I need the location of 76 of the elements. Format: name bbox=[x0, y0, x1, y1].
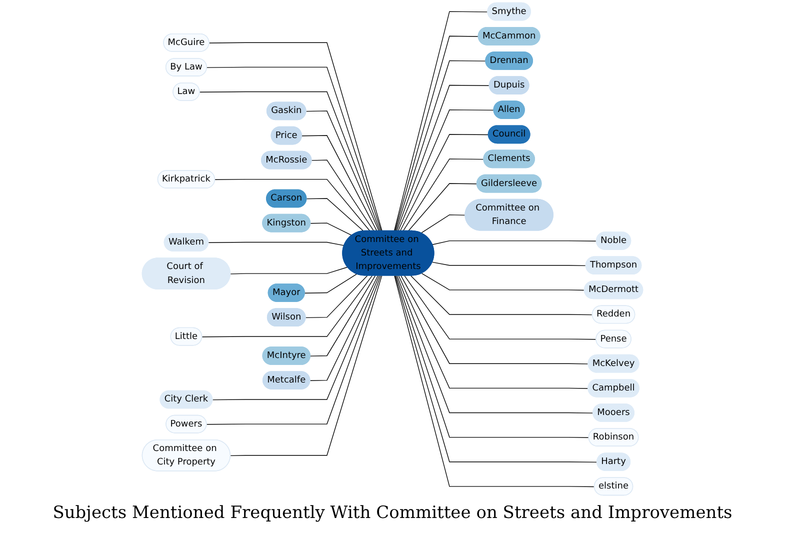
diagram-title: Subjects Mentioned Frequently With Committee on Streets and Improvements bbox=[52, 503, 732, 523]
connector-line bbox=[394, 11, 488, 232]
connector-line bbox=[230, 266, 348, 274]
connector-line bbox=[420, 214, 466, 234]
name-ellipse: Harty bbox=[596, 452, 631, 472]
name-ellipse: Allen bbox=[493, 100, 525, 119]
name-ellipse: Pense bbox=[596, 330, 632, 348]
name-ellipse: Wilson bbox=[266, 308, 306, 326]
connector-line bbox=[396, 275, 590, 438]
name-ellipse: Powers bbox=[166, 414, 207, 434]
connector-line bbox=[206, 275, 381, 425]
name-ellipse: Law bbox=[172, 82, 200, 101]
name-ellipse: Metcalfe bbox=[262, 371, 310, 390]
connector-line bbox=[310, 275, 378, 381]
connector-line bbox=[302, 135, 378, 232]
connector-line bbox=[396, 275, 594, 414]
name-ellipse: Mooers bbox=[592, 404, 634, 422]
connector-line bbox=[421, 273, 585, 291]
connector-line bbox=[396, 84, 490, 232]
connector-line bbox=[230, 275, 382, 456]
connector-line bbox=[202, 275, 373, 338]
connector-line bbox=[432, 240, 597, 245]
name-ellipse: Committee on Streets and Improvements bbox=[342, 230, 434, 276]
name-ellipse: Dupuis bbox=[488, 76, 530, 94]
connector-line bbox=[404, 275, 597, 340]
connector-line bbox=[311, 160, 374, 232]
name-ellipse: Gildersleeve bbox=[476, 174, 542, 193]
name-ellipse: Court of Revision bbox=[142, 258, 231, 290]
connector-line bbox=[410, 275, 593, 316]
name-ellipse: Committee on City Property bbox=[142, 439, 231, 472]
name-ellipse: Mayor bbox=[268, 284, 305, 302]
name-ellipse: Drennan bbox=[485, 52, 533, 70]
name-ellipse: Committee on Finance bbox=[464, 198, 554, 231]
name-ellipse: Noble bbox=[596, 232, 632, 250]
name-ellipse: Campbell bbox=[588, 379, 640, 398]
connector-line bbox=[432, 262, 586, 266]
name-ellipse: Kirkpatrick bbox=[157, 170, 216, 188]
connector-line bbox=[395, 60, 486, 232]
connector-line bbox=[304, 274, 358, 294]
name-ellipse: Little bbox=[170, 327, 202, 346]
connector-line bbox=[402, 158, 484, 232]
name-ellipse: City Clerk bbox=[160, 390, 213, 409]
connector-line bbox=[310, 275, 376, 356]
name-ellipse: Kingston bbox=[262, 214, 311, 232]
name-ellipse: elstine bbox=[594, 477, 634, 496]
name-ellipse: Smythe bbox=[487, 2, 531, 21]
name-ellipse: McCammon bbox=[478, 26, 540, 46]
name-ellipse: Council bbox=[488, 125, 530, 144]
name-ellipse: Gaskin bbox=[266, 102, 306, 120]
connector-line bbox=[408, 183, 478, 232]
connector-line bbox=[398, 110, 494, 232]
name-ellipse: Walkem bbox=[164, 233, 209, 252]
connector-line bbox=[214, 178, 370, 232]
name-ellipse: McRossie bbox=[261, 150, 312, 170]
name-ellipse: McIntyre bbox=[262, 346, 310, 365]
connector-line bbox=[306, 110, 380, 232]
connector-line bbox=[305, 275, 368, 318]
connector-line bbox=[310, 222, 352, 236]
connector-line bbox=[306, 198, 364, 232]
connector-line bbox=[400, 275, 589, 364]
name-ellipse: Carson bbox=[266, 189, 307, 208]
name-ellipse: Thompson bbox=[585, 256, 642, 275]
connector-line bbox=[394, 36, 479, 232]
name-ellipse: By Law bbox=[165, 58, 207, 76]
name-ellipse: Price bbox=[270, 126, 302, 145]
name-ellipse: McGuire bbox=[163, 33, 210, 52]
connector-line bbox=[212, 275, 380, 400]
connector-line bbox=[398, 275, 589, 389]
name-ellipse: Redden bbox=[592, 305, 636, 324]
connector-line bbox=[199, 91, 380, 232]
name-ellipse: McDermott bbox=[584, 280, 644, 300]
name-ellipse: McKelvey bbox=[588, 354, 640, 373]
name-ellipse: Robinson bbox=[588, 428, 639, 446]
connector-line bbox=[400, 134, 489, 232]
name-ellipse: Clements bbox=[483, 150, 535, 168]
connector-line bbox=[208, 242, 345, 246]
